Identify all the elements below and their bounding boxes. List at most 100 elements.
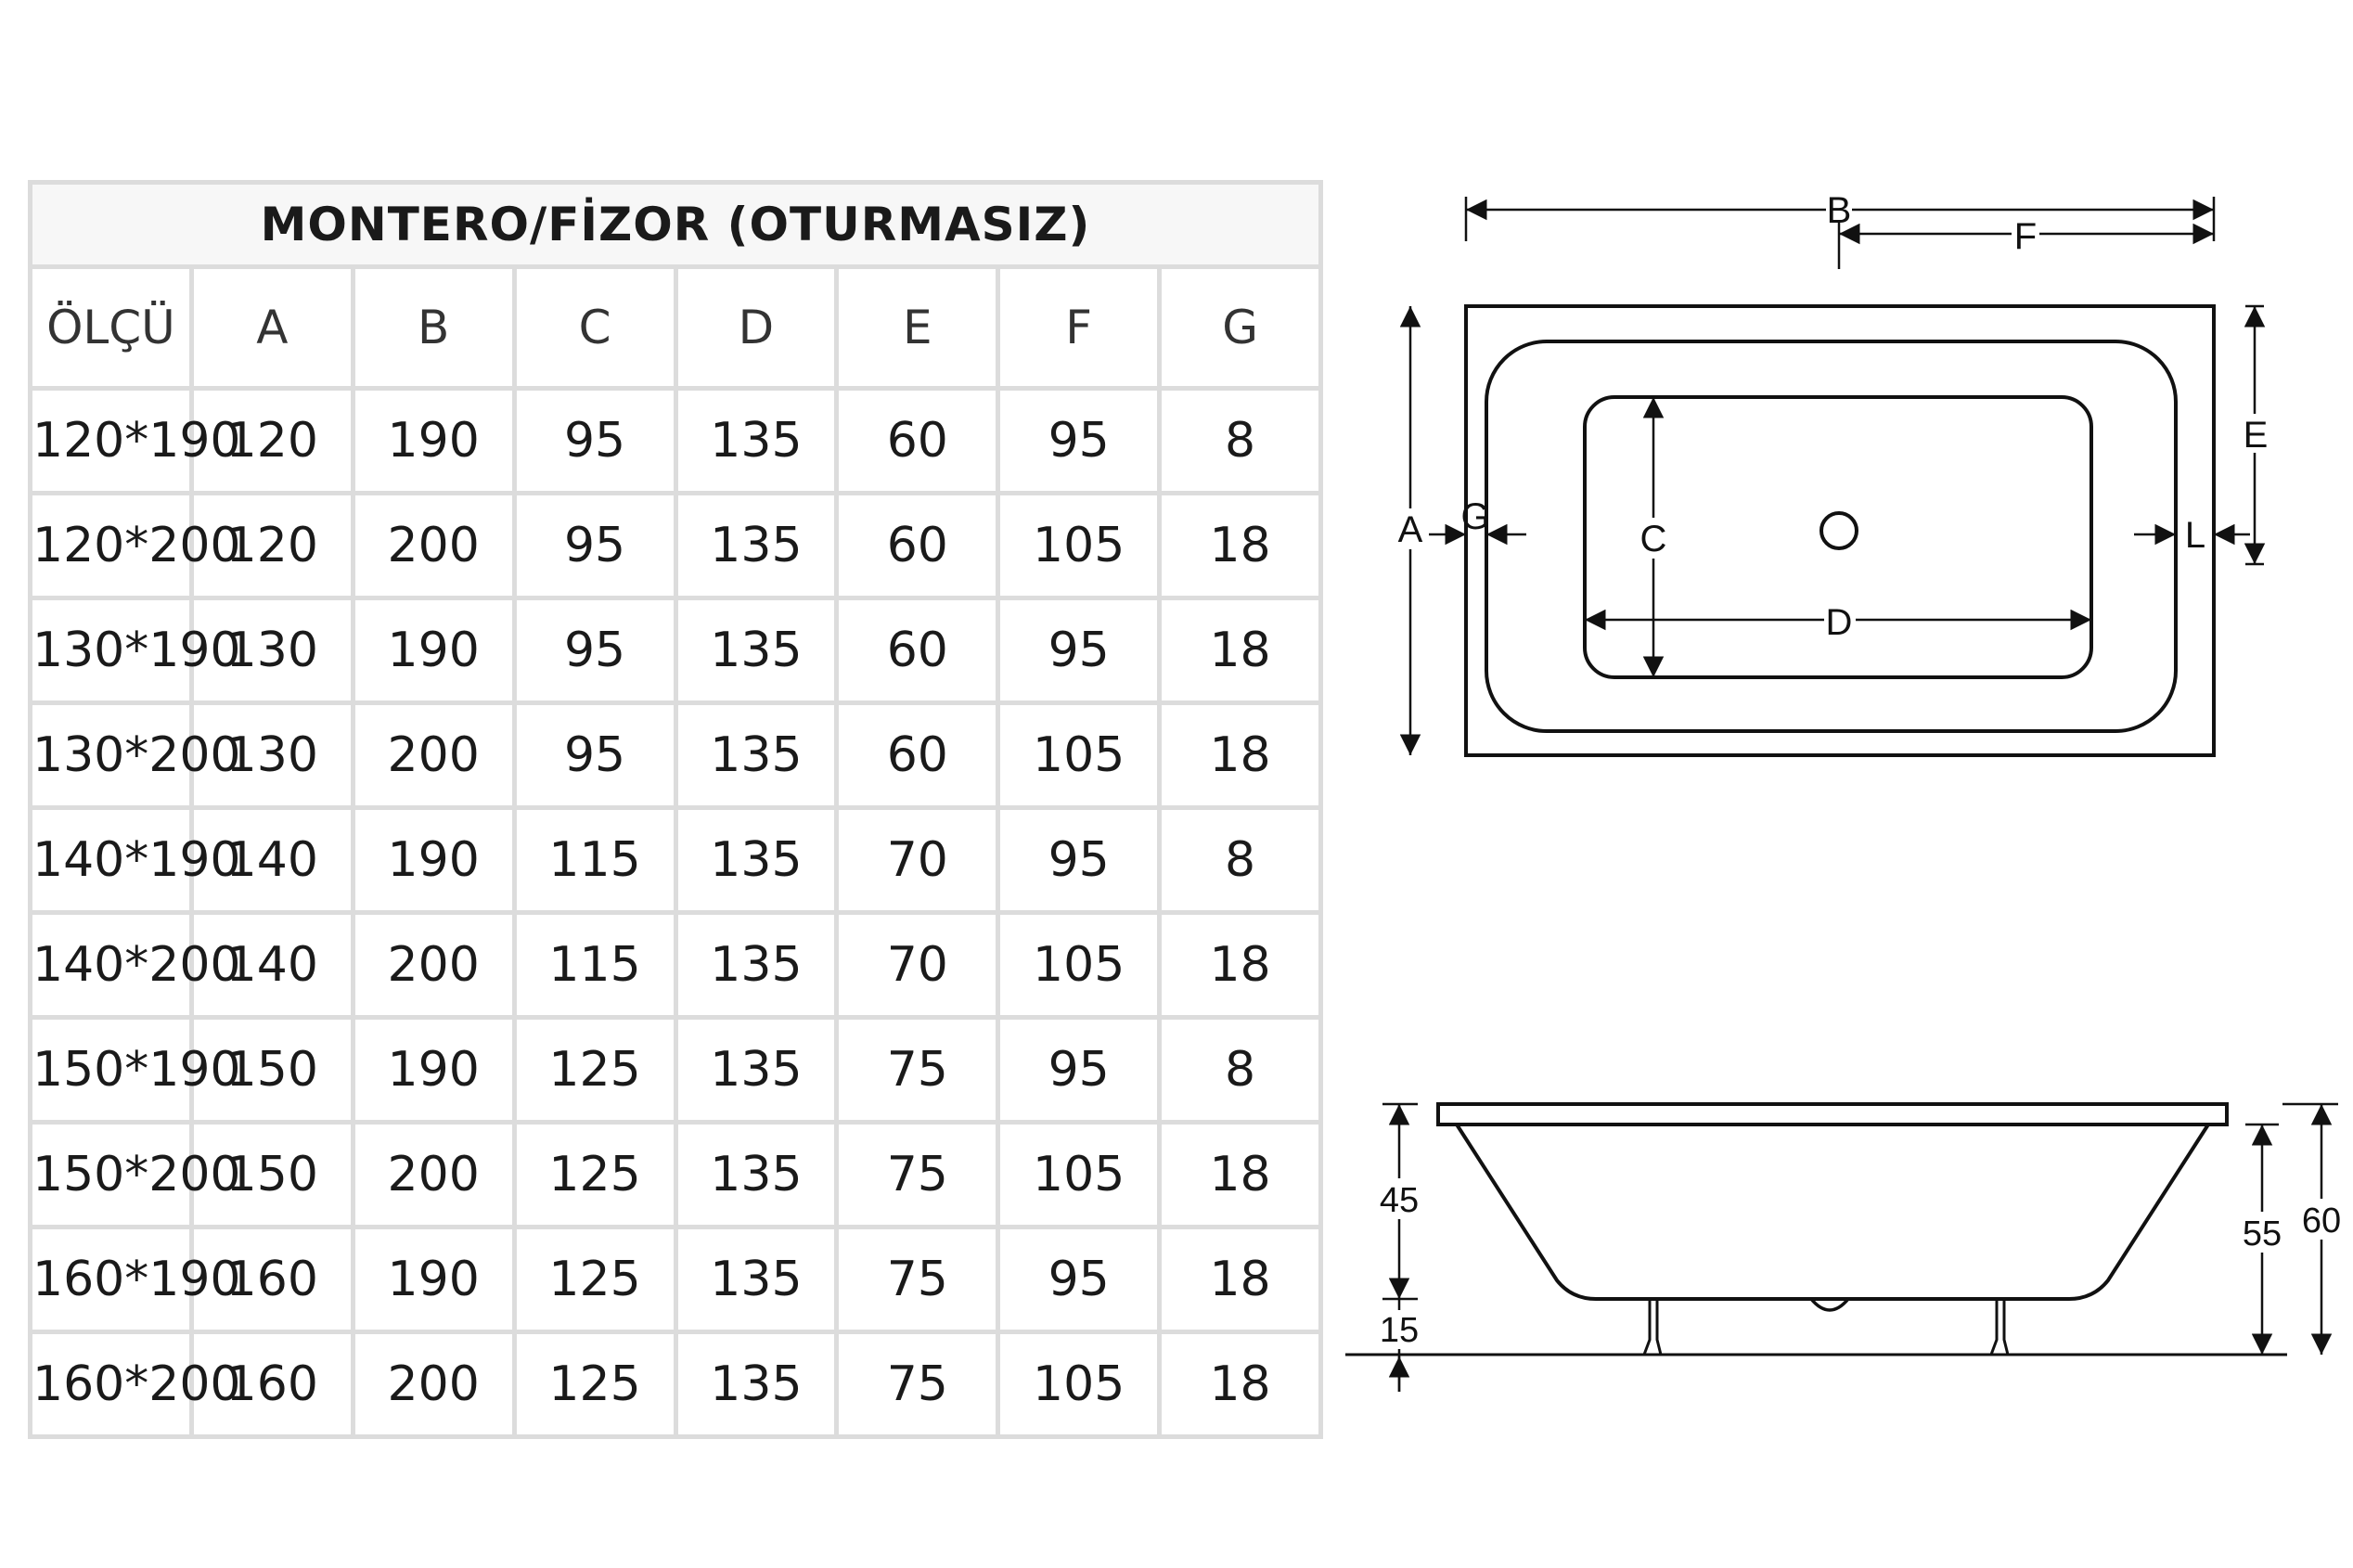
dim-l-label-bg — [2180, 516, 2208, 553]
column-header-size: ÖLÇÜ — [28, 264, 194, 391]
table-cell: 18 — [1157, 1330, 1323, 1439]
dim-15-label: 15 — [1380, 1311, 1419, 1350]
table-cell: 200 — [350, 700, 517, 810]
table-cell: 135 — [673, 1225, 840, 1334]
table-cell: 70 — [834, 805, 1001, 915]
table-cell: 125 — [511, 1015, 678, 1125]
table-cell: 125 — [511, 1330, 678, 1439]
tub-side-rim — [1436, 1102, 2229, 1126]
dim-15-label-bg — [1375, 1310, 1423, 1349]
column-header-e: E — [834, 264, 1001, 391]
column-header-d: D — [673, 264, 840, 391]
dim-45-label: 45 — [1380, 1181, 1419, 1220]
table-cell: 160*200 — [28, 1330, 241, 1439]
bathtub-side-view: 45 15 55 60 — [1345, 1102, 2346, 1392]
table-cell: 120*200 — [28, 491, 241, 600]
table-cell: 60 — [834, 596, 1001, 705]
table-cell: 105 — [996, 1330, 1163, 1439]
table-cell: 105 — [996, 1120, 1163, 1229]
table-cell: 135 — [673, 596, 840, 705]
table-cell: 190 — [350, 386, 517, 495]
dim-d-label: D — [1826, 602, 1853, 643]
table-cell: 135 — [673, 491, 840, 600]
table-cell: 135 — [673, 805, 840, 915]
tub-leg-left — [1641, 1299, 1663, 1356]
drain-icon — [1819, 511, 1858, 550]
dim-a-label: A — [1398, 509, 1423, 550]
column-header-b: B — [350, 264, 517, 391]
tub-outer-rim — [1464, 304, 2216, 757]
table-cell: 115 — [511, 910, 678, 1020]
table-cell: 105 — [996, 700, 1163, 810]
dim-f-label-bg — [2012, 217, 2039, 252]
bathtub-top-view: B F A G C D E L — [1395, 189, 2271, 757]
table-cell: 125 — [511, 1225, 678, 1334]
table-cell: 8 — [1157, 1015, 1323, 1125]
dim-e-label-bg — [2240, 414, 2271, 453]
table-cell: 135 — [673, 700, 840, 810]
table-cell: 120*190 — [28, 386, 241, 495]
table-cell: 190 — [350, 805, 517, 915]
table-cell: 190 — [350, 1225, 517, 1334]
table-cell: 150 — [188, 1120, 355, 1229]
table-cell: 8 — [1157, 805, 1323, 915]
table-cell: 75 — [834, 1015, 1001, 1125]
table-cell: 115 — [511, 805, 678, 915]
table-cell: 18 — [1157, 596, 1323, 705]
table-cell: 75 — [834, 1120, 1001, 1229]
dim-e-label: E — [2244, 415, 2269, 456]
dim-d-label-bg — [1824, 601, 1856, 640]
table-cell: 60 — [834, 700, 1001, 810]
table-cell: 105 — [996, 491, 1163, 600]
dim-l-label: L — [2185, 515, 2205, 556]
table-cell: 95 — [511, 491, 678, 600]
table-cell: 150*200 — [28, 1120, 241, 1229]
table-cell: 18 — [1157, 491, 1323, 600]
table-cell: 75 — [834, 1330, 1001, 1439]
table-cell: 200 — [350, 491, 517, 600]
column-header-f: F — [996, 264, 1163, 391]
dim-55-label-bg — [2238, 1212, 2286, 1253]
table-cell: 130 — [188, 596, 355, 705]
table-cell: 160*190 — [28, 1225, 241, 1334]
table-cell: 135 — [673, 910, 840, 1020]
dim-55-label: 55 — [2243, 1215, 2282, 1253]
table-cell: 200 — [350, 910, 517, 1020]
table-cell: 160 — [188, 1330, 355, 1439]
tub-side-body — [1455, 1123, 2210, 1301]
table-cell: 60 — [834, 491, 1001, 600]
table-cell: 18 — [1157, 700, 1323, 810]
table-cell: 120 — [188, 386, 355, 495]
table-cell: 95 — [511, 596, 678, 705]
table-cell: 95 — [996, 1225, 1163, 1334]
table-cell: 140*190 — [28, 805, 241, 915]
table-cell: 125 — [511, 1120, 678, 1229]
table-cell: 18 — [1157, 1225, 1323, 1334]
table-cell: 190 — [350, 596, 517, 705]
dim-b-label-bg — [1826, 189, 1852, 226]
table-cell: 135 — [673, 1015, 840, 1125]
dim-c-label-bg — [1639, 518, 1668, 559]
table-cell: 60 — [834, 386, 1001, 495]
table-cell: 200 — [350, 1120, 517, 1229]
table-cell: 18 — [1157, 1120, 1323, 1229]
table-cell: 190 — [350, 1015, 517, 1125]
table-cell: 75 — [834, 1225, 1001, 1334]
table-cell: 200 — [350, 1330, 517, 1439]
dim-c-label: C — [1640, 519, 1667, 559]
tub-basin — [1583, 395, 2093, 679]
dim-a-label-bg — [1395, 508, 1425, 549]
table-title-row: MONTERO/FİZOR (OTURMASIZ) — [28, 180, 1323, 269]
dim-f-label: F — [2014, 216, 2037, 257]
table-cell: 130 — [188, 700, 355, 810]
